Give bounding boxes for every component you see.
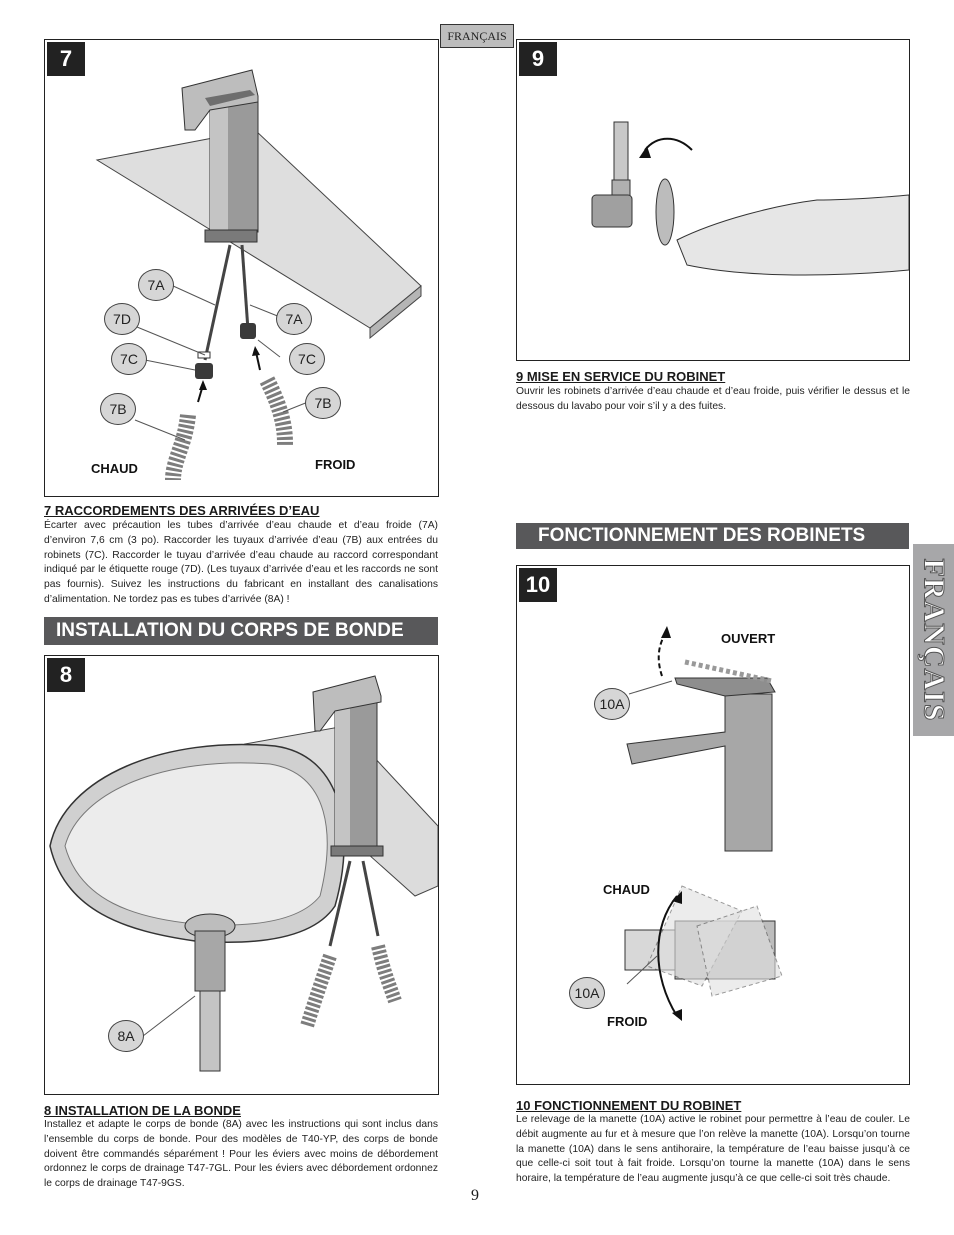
step7-title: 7 RACCORDEMENTS DES ARRIVÉES D’EAU bbox=[44, 503, 320, 518]
step8-figure: 8 8A bbox=[44, 655, 439, 1095]
step9-paragraph: Ouvrir les robinets d’arrivée d’eau chau… bbox=[516, 386, 910, 412]
callout-10a-top: 10A bbox=[594, 688, 630, 720]
label-cold: FROID bbox=[315, 457, 356, 472]
callout-7c-left: 7C bbox=[111, 343, 147, 375]
callout-7d: 7D bbox=[104, 303, 140, 335]
callout-10a-bottom: 10A bbox=[569, 977, 605, 1009]
callout-7c-right: 7C bbox=[289, 343, 325, 375]
side-language-label: FRANÇAIS bbox=[917, 558, 951, 722]
faucet-supply-illustration bbox=[95, 69, 422, 481]
label-cold-10: FROID bbox=[607, 1014, 648, 1029]
section-banner-drain: INSTALLATION DU CORPS DE BONDE bbox=[44, 617, 438, 645]
step9-number-badge: 9 bbox=[519, 42, 557, 76]
callout-7b-left: 7B bbox=[100, 393, 136, 425]
step8-title: 8 INSTALLATION DE LA BONDE bbox=[44, 1103, 241, 1118]
step8-paragraph: Installez et adapte le corps de bonde (8… bbox=[44, 1119, 438, 1190]
step10-title: 10 FONCTIONNEMENT DU ROBINET bbox=[516, 1098, 742, 1113]
callout-7a-left: 7A bbox=[138, 269, 174, 301]
step10-figure: 10 OUVERT 10A CHAUD 10A FROID bbox=[516, 565, 910, 1085]
section-banner-operation: FONCTIONNEMENT DES ROBINETS bbox=[516, 523, 909, 549]
callout-7a-right: 7A bbox=[276, 303, 312, 335]
label-hot: CHAUD bbox=[91, 461, 138, 476]
step9-title: 9 MISE EN SERVICE DU ROBINET bbox=[516, 369, 726, 384]
step7-paragraph: Écarter avec précaution les tubes d’arri… bbox=[44, 520, 438, 605]
language-tab: FRANÇAIS bbox=[440, 24, 514, 48]
callout-7b-right: 7B bbox=[305, 387, 341, 419]
callout-8a: 8A bbox=[108, 1020, 144, 1052]
label-open: OUVERT bbox=[721, 631, 776, 646]
step7-figure: 7 7A 7D 7A 7C 7C 7B 7B CHAUD FROID bbox=[44, 39, 439, 497]
side-language-tab: FRANÇAIS bbox=[913, 544, 954, 736]
label-hot-10: CHAUD bbox=[603, 882, 650, 897]
handle-operation-illustration bbox=[624, 626, 783, 1021]
step7-number-badge: 7 bbox=[47, 42, 85, 76]
step10-paragraph: Le relevage de la manette (10A) active l… bbox=[516, 1114, 910, 1185]
page-number: 9 bbox=[471, 1187, 479, 1204]
sink-drain-illustration bbox=[49, 675, 438, 1072]
step10-number-badge: 10 bbox=[519, 568, 557, 602]
step9-figure: 9 bbox=[516, 39, 910, 361]
step8-number-badge: 8 bbox=[47, 658, 85, 692]
shutoff-valve-illustration bbox=[591, 121, 909, 276]
